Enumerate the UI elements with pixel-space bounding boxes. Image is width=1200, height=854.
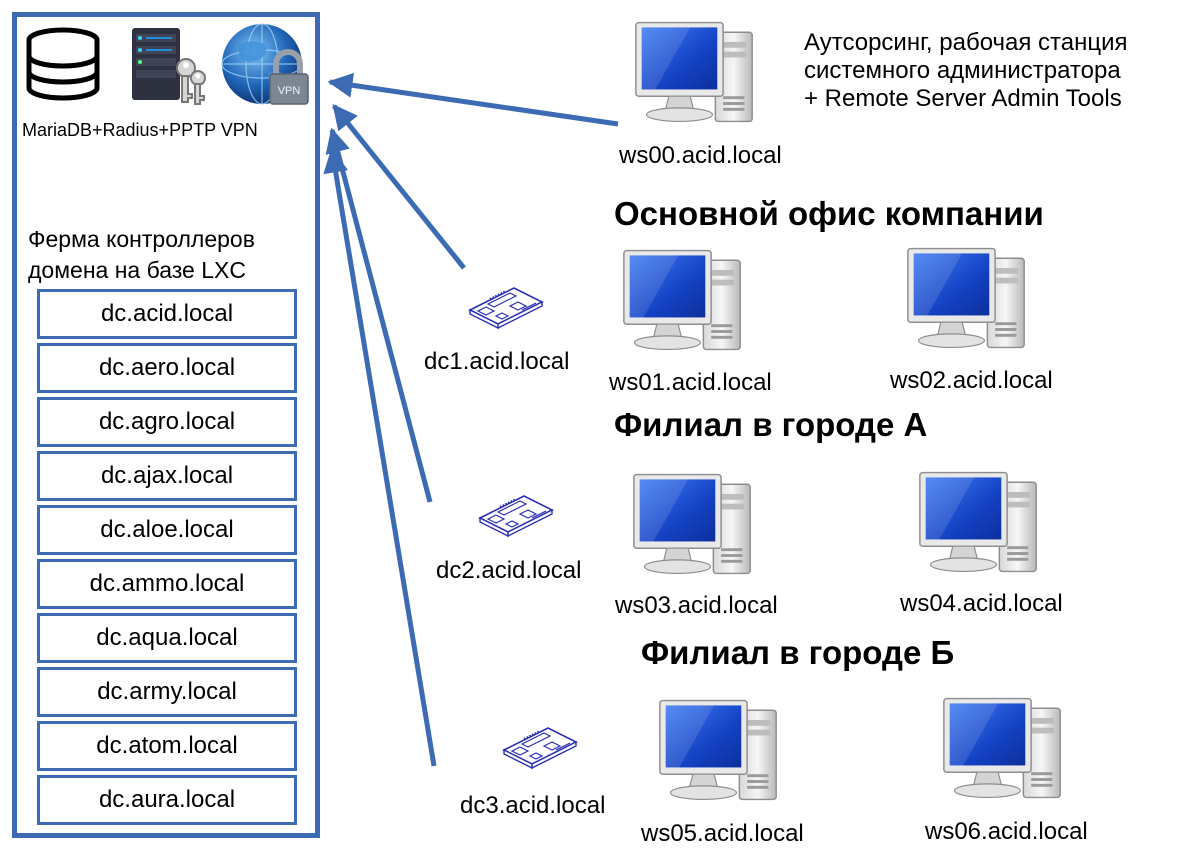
ws04-computer-icon [916,466,1042,578]
dc1-board-icon [466,280,546,330]
ws01-label: ws01.acid.local [609,369,772,396]
dc2-board-icon [476,488,556,538]
admin-note-line1: Аутсорсинг, рабочая станция [804,29,1128,56]
controller-item: dc.atom.local [37,721,297,771]
controller-item: dc.aero.local [37,343,297,393]
dc1-label: dc1.acid.local [424,348,570,375]
controller-item: dc.agro.local [37,397,297,447]
farm-title-line2: домена на базе LXC [28,257,246,283]
ws01-computer-icon [620,244,746,356]
controller-item: dc.acid.local [37,289,297,339]
arrow-dc3 [323,147,437,767]
database-icon [26,27,100,101]
ws06-computer-icon [940,692,1066,804]
admin-note-line2: системного администратора [804,57,1121,84]
server-panel [12,12,320,838]
ws03-label: ws03.acid.local [615,592,778,619]
site3-title: Филиал в городе Б [641,634,955,671]
controller-item: dc.aloe.local [37,505,297,555]
admin-note-line3: + Remote Server Admin Tools [804,85,1122,112]
ws02-label: ws02.acid.local [890,367,1053,394]
dc3-board-icon [500,720,580,770]
ws00-label: ws00.acid.local [619,142,782,169]
vpn-globe-icon: VPN [221,23,309,105]
ws06-label: ws06.acid.local [925,818,1088,845]
admin-note: Аутсорсинг, рабочая станция системного а… [804,29,1128,113]
ws03-computer-icon [630,468,756,580]
site2-title: Филиал в городе А [614,406,928,443]
ws04-label: ws04.acid.local [900,590,1063,617]
controller-item: dc.ammo.local [37,559,297,609]
server-keys-icon [132,28,206,105]
dc3-label: dc3.acid.local [460,792,606,819]
services-label: MariaDB+Radius+PPTP VPN [22,120,258,140]
dc2-label: dc2.acid.local [436,557,582,584]
vpn-badge-text: VPN [278,85,301,97]
arrow-ws00 [327,72,619,127]
ws00-computer-icon [632,16,758,128]
ws05-label: ws05.acid.local [641,820,804,847]
domain-controller-list: dc.acid.local dc.aero.local dc.agro.loca… [37,289,297,829]
controller-item: dc.aqua.local [37,613,297,663]
ws05-computer-icon [656,694,782,806]
controller-item: dc.army.local [37,667,297,717]
farm-title: Ферма контроллеров домена на базе LXC [28,224,255,286]
arrow-dc2 [325,127,433,503]
controller-item: dc.aura.local [37,775,297,825]
site1-title: Основной офис компании [614,195,1044,232]
controller-item: dc.ajax.local [37,451,297,501]
arrow-dc1 [332,104,466,270]
farm-title-line1: Ферма контроллеров [28,226,255,252]
ws02-computer-icon [904,242,1030,354]
